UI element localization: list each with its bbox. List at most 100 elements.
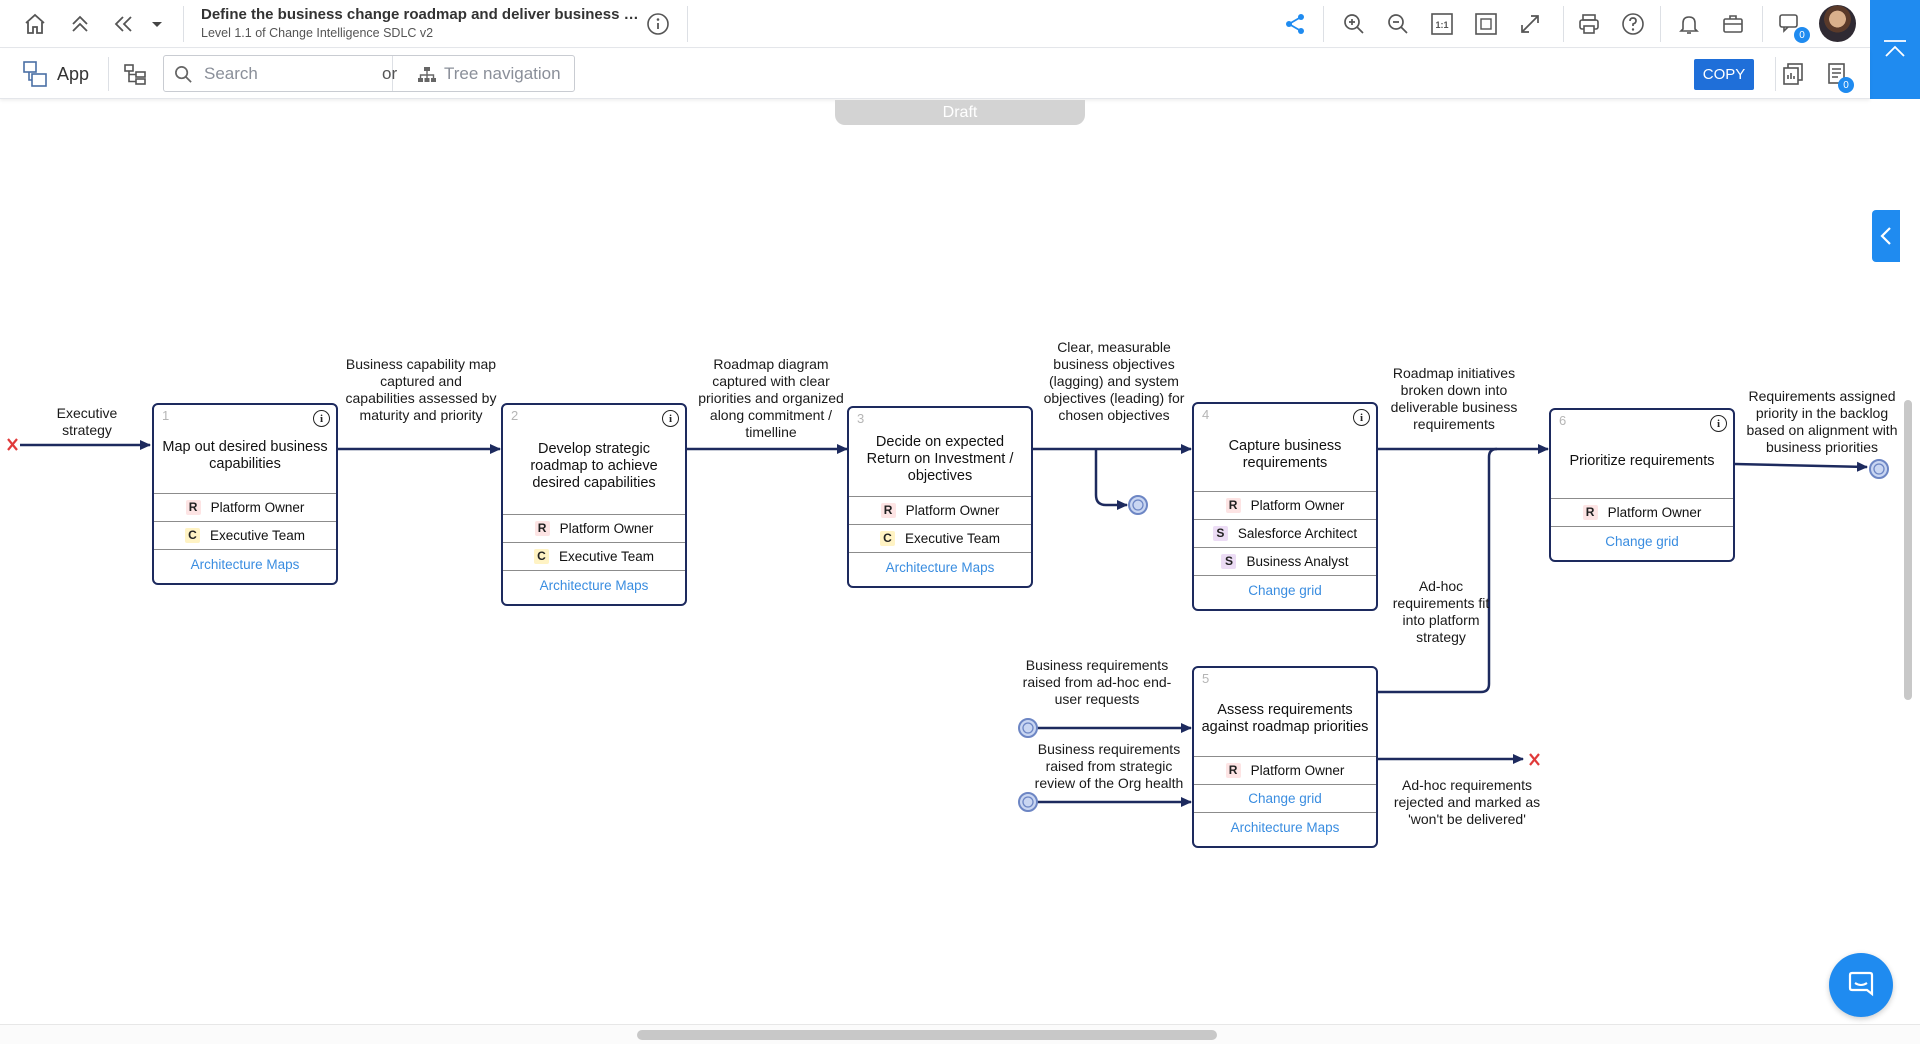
vertical-scrollbar[interactable] — [1904, 400, 1912, 700]
side-panel-toggle[interactable] — [1872, 210, 1900, 262]
event-node[interactable] — [1018, 718, 1038, 738]
chat-icon — [1848, 971, 1874, 997]
info-icon[interactable] — [645, 11, 671, 37]
activity-box[interactable]: 3 Decide on expected Return on Investmen… — [847, 406, 1033, 588]
dropdown-icon[interactable] — [145, 12, 169, 36]
share-icon[interactable] — [1281, 10, 1309, 38]
resource-link[interactable]: Architecture Maps — [1230, 819, 1340, 835]
zoom-out-icon[interactable] — [1384, 10, 1412, 38]
flow-label-5-6: Ad-hoc requirements fit into platform st… — [1392, 578, 1490, 645]
activity-title: Prioritize requirements — [1551, 410, 1733, 499]
event-node-inner — [1873, 463, 1885, 475]
divider — [108, 57, 109, 91]
event-node-inner — [1132, 499, 1144, 511]
flow-6-to-end[interactable] — [1734, 461, 1868, 472]
search-input[interactable] — [202, 62, 382, 86]
flow-label-1-2: Business capability map captured and cap… — [345, 356, 497, 423]
role-name: Platform Owner — [1250, 763, 1345, 778]
role-name: Platform Owner — [905, 503, 1000, 518]
activity-box[interactable]: 5 Assess requirements against roadmap pr… — [1192, 666, 1378, 848]
role-type-badge: R — [534, 521, 550, 536]
up-levels-icon[interactable] — [65, 10, 95, 38]
back-icon[interactable] — [110, 10, 138, 38]
activity-title: Decide on expected Return on Investment … — [849, 408, 1031, 497]
avatar[interactable] — [1819, 5, 1856, 42]
fit-to-screen-icon[interactable] — [1472, 10, 1500, 38]
resource-link[interactable]: Architecture Maps — [190, 556, 300, 572]
briefcase-icon[interactable] — [1719, 10, 1747, 38]
activity-box[interactable]: 2 i Develop strategic roadmap to achieve… — [501, 403, 687, 606]
role-type-badge: R — [185, 500, 201, 515]
activity-number: 5 — [1202, 671, 1210, 686]
role-row: R Platform Owner — [1194, 757, 1376, 785]
copy-button[interactable]: COPY — [1694, 59, 1754, 90]
info-icon[interactable]: i — [662, 410, 679, 427]
app-icon[interactable] — [20, 59, 50, 89]
print-icon[interactable] — [1575, 10, 1603, 38]
page-subtitle: Level 1.1 of Change Intelligence SDLC v2 — [201, 26, 434, 40]
activity-box[interactable]: 1 i Map out desired business capabilitie… — [152, 403, 338, 585]
svg-text:1:1: 1:1 — [1435, 20, 1448, 30]
role-type-badge: C — [879, 531, 895, 546]
resource-link[interactable]: Change grid — [1248, 582, 1322, 598]
divider — [392, 56, 393, 91]
event-node-inner — [1022, 796, 1034, 808]
info-icon[interactable]: i — [1353, 409, 1370, 426]
start-end-markers — [7, 438, 1540, 766]
horizontal-scrollbar[interactable] — [637, 1030, 1217, 1040]
notes-icon[interactable] — [1823, 60, 1851, 88]
collapse-header-button[interactable] — [1870, 0, 1920, 99]
flow-5-to-6[interactable] — [1377, 447, 1498, 694]
reject-end-marker-x — [1529, 753, 1540, 766]
flow-label-strategic: Business requirements raised from strate… — [1034, 741, 1184, 791]
event-node[interactable] — [1128, 495, 1148, 515]
documents-icon[interactable] — [1779, 60, 1807, 88]
connector-layer — [7, 438, 1889, 812]
notes-count-badge: 0 — [1838, 77, 1854, 93]
tree-navigation-button[interactable]: Tree navigation — [444, 64, 561, 83]
flow-3-branch[interactable] — [1094, 448, 1128, 510]
collapse-up-icon — [1884, 40, 1906, 57]
zoom-in-icon[interactable] — [1340, 10, 1368, 38]
comments-icon[interactable] — [1777, 10, 1805, 38]
activity-number: 1 — [162, 408, 170, 423]
flow-label-2-3: Roadmap diagram captured with clear prio… — [698, 356, 844, 440]
chat-button[interactable] — [1829, 953, 1893, 1017]
resource-link[interactable]: Architecture Maps — [885, 559, 995, 575]
activity-number: 3 — [857, 411, 865, 426]
role-name: Platform Owner — [559, 521, 654, 536]
info-icon[interactable]: i — [1710, 415, 1727, 432]
actual-size-icon[interactable]: 1:1 — [1428, 10, 1456, 38]
home-icon[interactable] — [20, 10, 50, 38]
event-node[interactable] — [1869, 459, 1889, 479]
search-box: or Tree navigation — [163, 55, 575, 92]
app-label[interactable]: App — [57, 64, 90, 84]
event-node-inner — [1022, 722, 1034, 734]
resource-link[interactable]: Change grid — [1194, 785, 1376, 813]
role-row: C Executive Team — [503, 543, 685, 571]
role-type-badge: C — [533, 549, 549, 564]
tree-view-icon[interactable] — [121, 60, 149, 88]
info-icon[interactable]: i — [313, 410, 330, 427]
role-type-badge: R — [1225, 763, 1241, 778]
event-node[interactable] — [1018, 792, 1038, 812]
start-marker-x — [7, 438, 18, 451]
role-name: Executive Team — [558, 549, 655, 564]
divider — [1762, 6, 1763, 42]
role-name: Platform Owner — [1250, 498, 1345, 513]
role-name: Executive Team — [209, 528, 306, 543]
divider — [1323, 6, 1324, 42]
role-row: R Platform Owner — [503, 515, 685, 543]
expand-icon[interactable] — [1516, 10, 1544, 38]
top-bar: Define the business change roadmap and d… — [0, 0, 1870, 48]
help-icon[interactable] — [1619, 10, 1647, 38]
resource-link[interactable]: Architecture Maps — [539, 577, 649, 593]
resource-link[interactable]: Change grid — [1605, 533, 1679, 549]
bell-icon[interactable] — [1675, 10, 1703, 38]
